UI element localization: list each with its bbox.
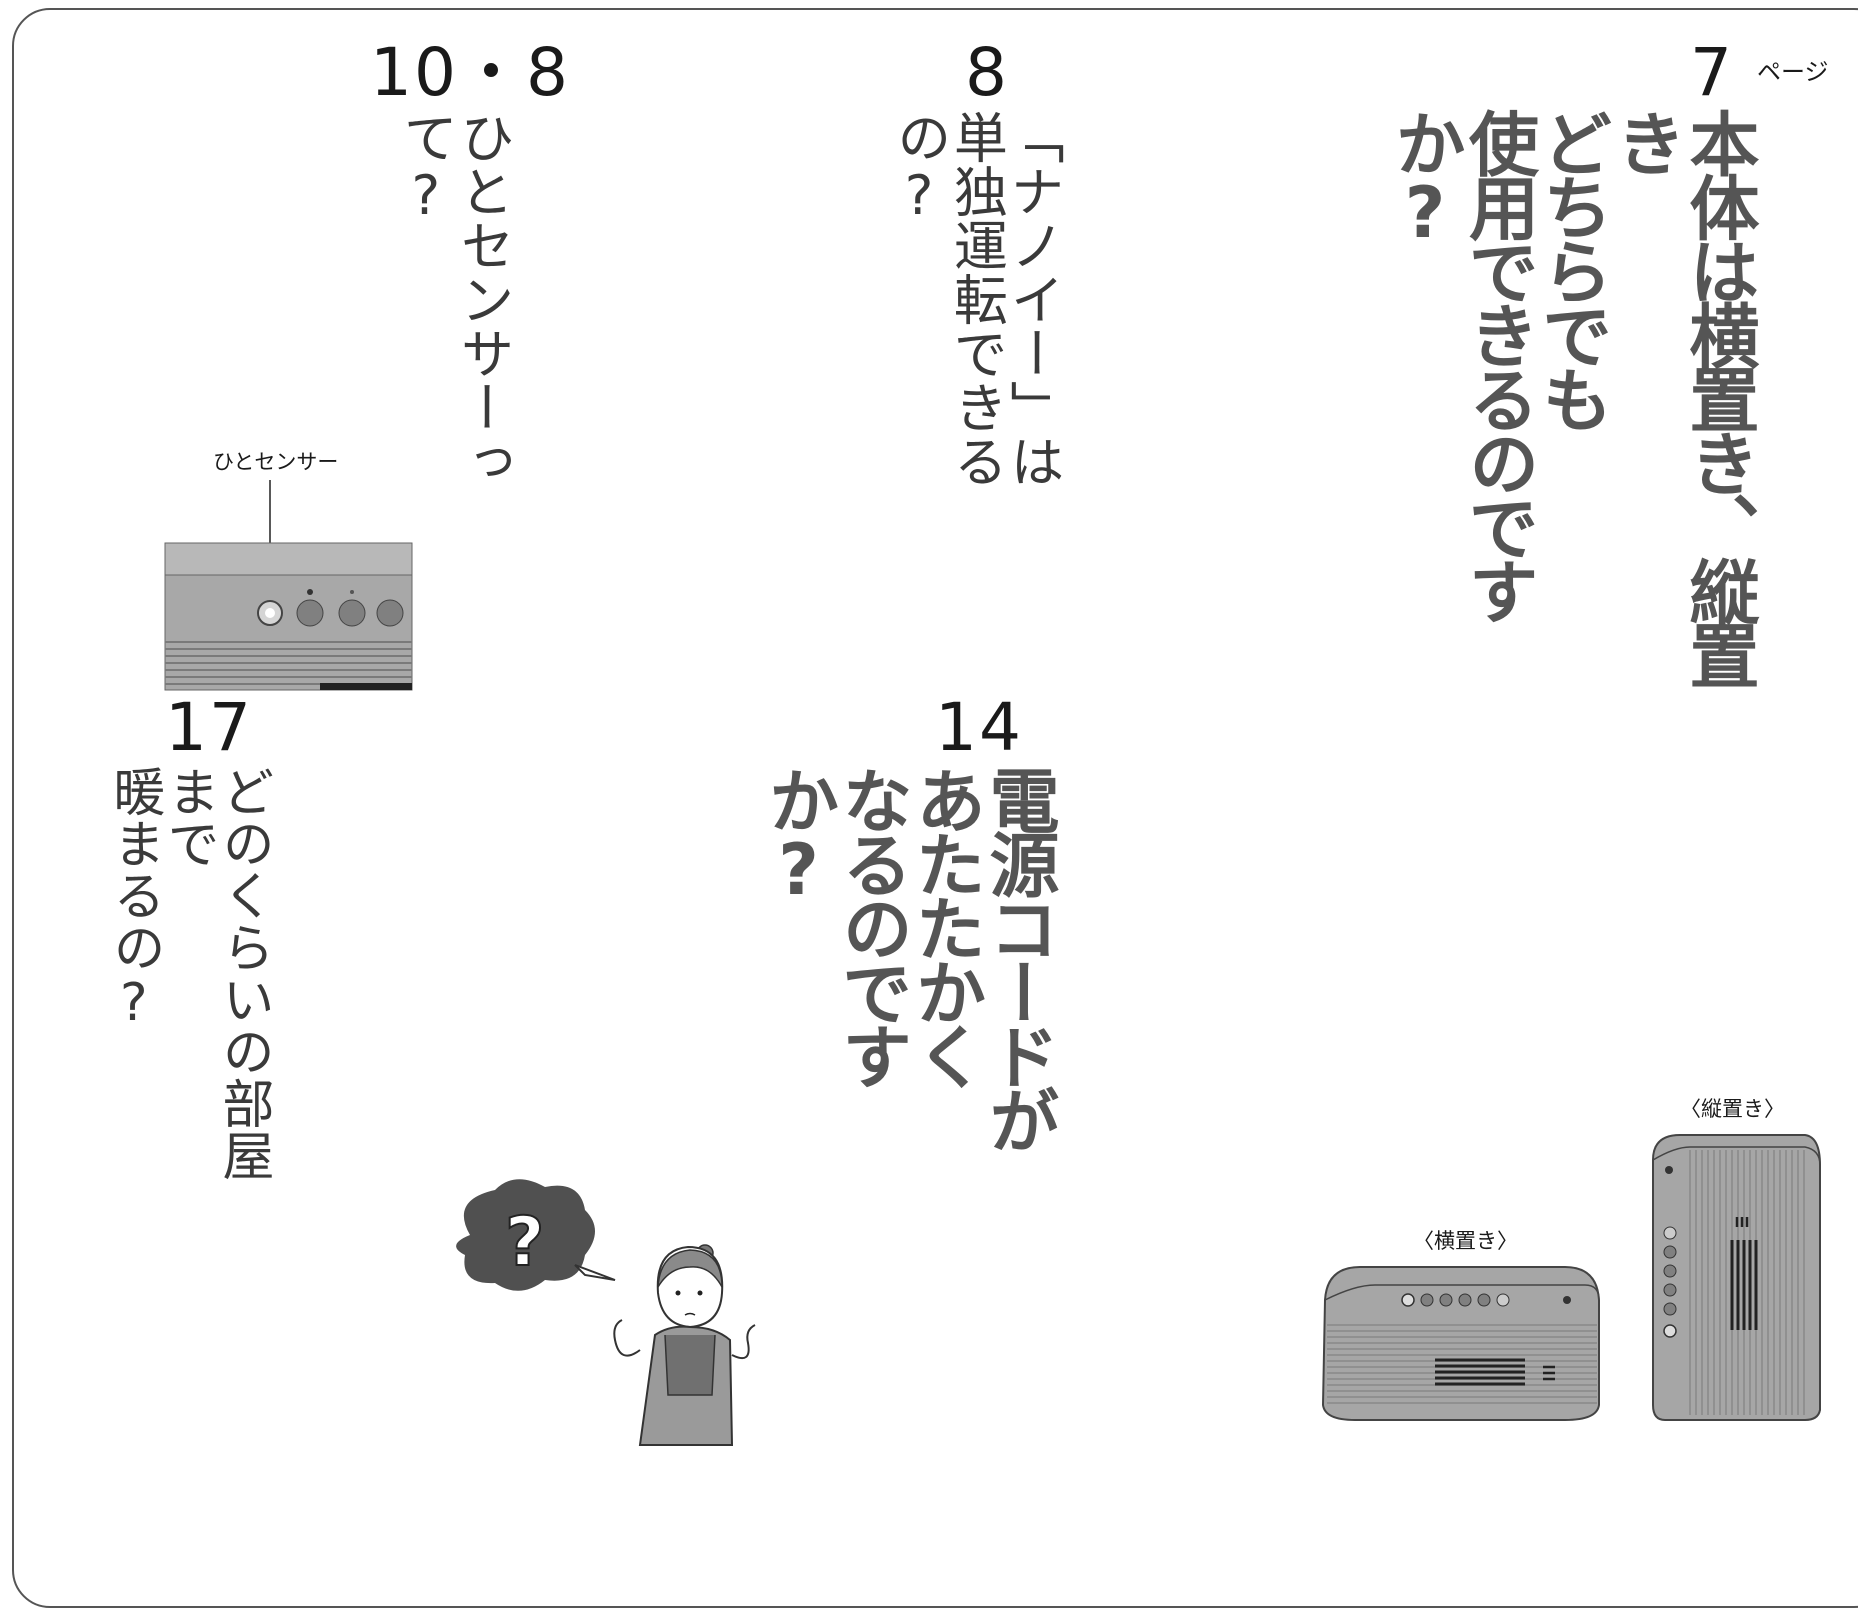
question-7-line-1: 本体は横置き、縦置き bbox=[1604, 108, 1761, 684]
page-number-14: 14 bbox=[935, 689, 1023, 766]
page-number-10-8: 10・8 bbox=[370, 34, 570, 111]
question-14: 電源コードが あたたかく なるのですか? bbox=[758, 765, 1061, 1185]
question-7-line-2: どちらでも bbox=[1531, 108, 1613, 428]
page-number-8: 8 bbox=[965, 34, 1009, 111]
question-14-line-3: なるのですか? bbox=[757, 765, 914, 1085]
question-14-line-2: あたたかく bbox=[904, 765, 987, 1085]
vertical-label: 〈縦置き〉 bbox=[1680, 1097, 1785, 1121]
question-8-line-1: 「ナノイー」は bbox=[1001, 110, 1064, 488]
question-7-line-3: 使用できるのですか? bbox=[1384, 108, 1540, 620]
question-17: どのくらいの部屋まで 暖まるの? bbox=[104, 765, 273, 1225]
page-number-7: 7 bbox=[1690, 34, 1734, 111]
question-mark-bubble-text: ? bbox=[505, 1203, 544, 1282]
sensor-panel-illustration bbox=[164, 480, 413, 691]
horizontal-label: 〈横置き〉 bbox=[1413, 1229, 1518, 1253]
page-number-17: 17 bbox=[165, 689, 253, 766]
vertical-unit-illustration bbox=[1652, 1134, 1821, 1421]
question-17-line-1: どのくらいの部屋まで bbox=[158, 765, 273, 1181]
question-8-line-2: 単独運転できるの? bbox=[887, 110, 1008, 488]
confused-woman-illustration: ? bbox=[456, 1179, 756, 1446]
page-unit-label: ページ bbox=[1757, 58, 1829, 86]
question-7: 本体は横置き、縦置き どちらでも 使用できるのですか? bbox=[1384, 108, 1761, 708]
question-14-line-1: 電源コードが bbox=[978, 765, 1060, 1149]
question-10-line-1: ひとセンサーって? bbox=[394, 110, 514, 488]
question-8: 「ナノイー」は 単独運転できるの? bbox=[888, 110, 1064, 540]
sensor-label: ひとセンサー bbox=[213, 450, 339, 474]
question-17-line-2: 暖まるの? bbox=[103, 765, 164, 1033]
horizontal-unit-illustration bbox=[1321, 1266, 1600, 1421]
question-10: ひとセンサーって? bbox=[394, 110, 514, 530]
